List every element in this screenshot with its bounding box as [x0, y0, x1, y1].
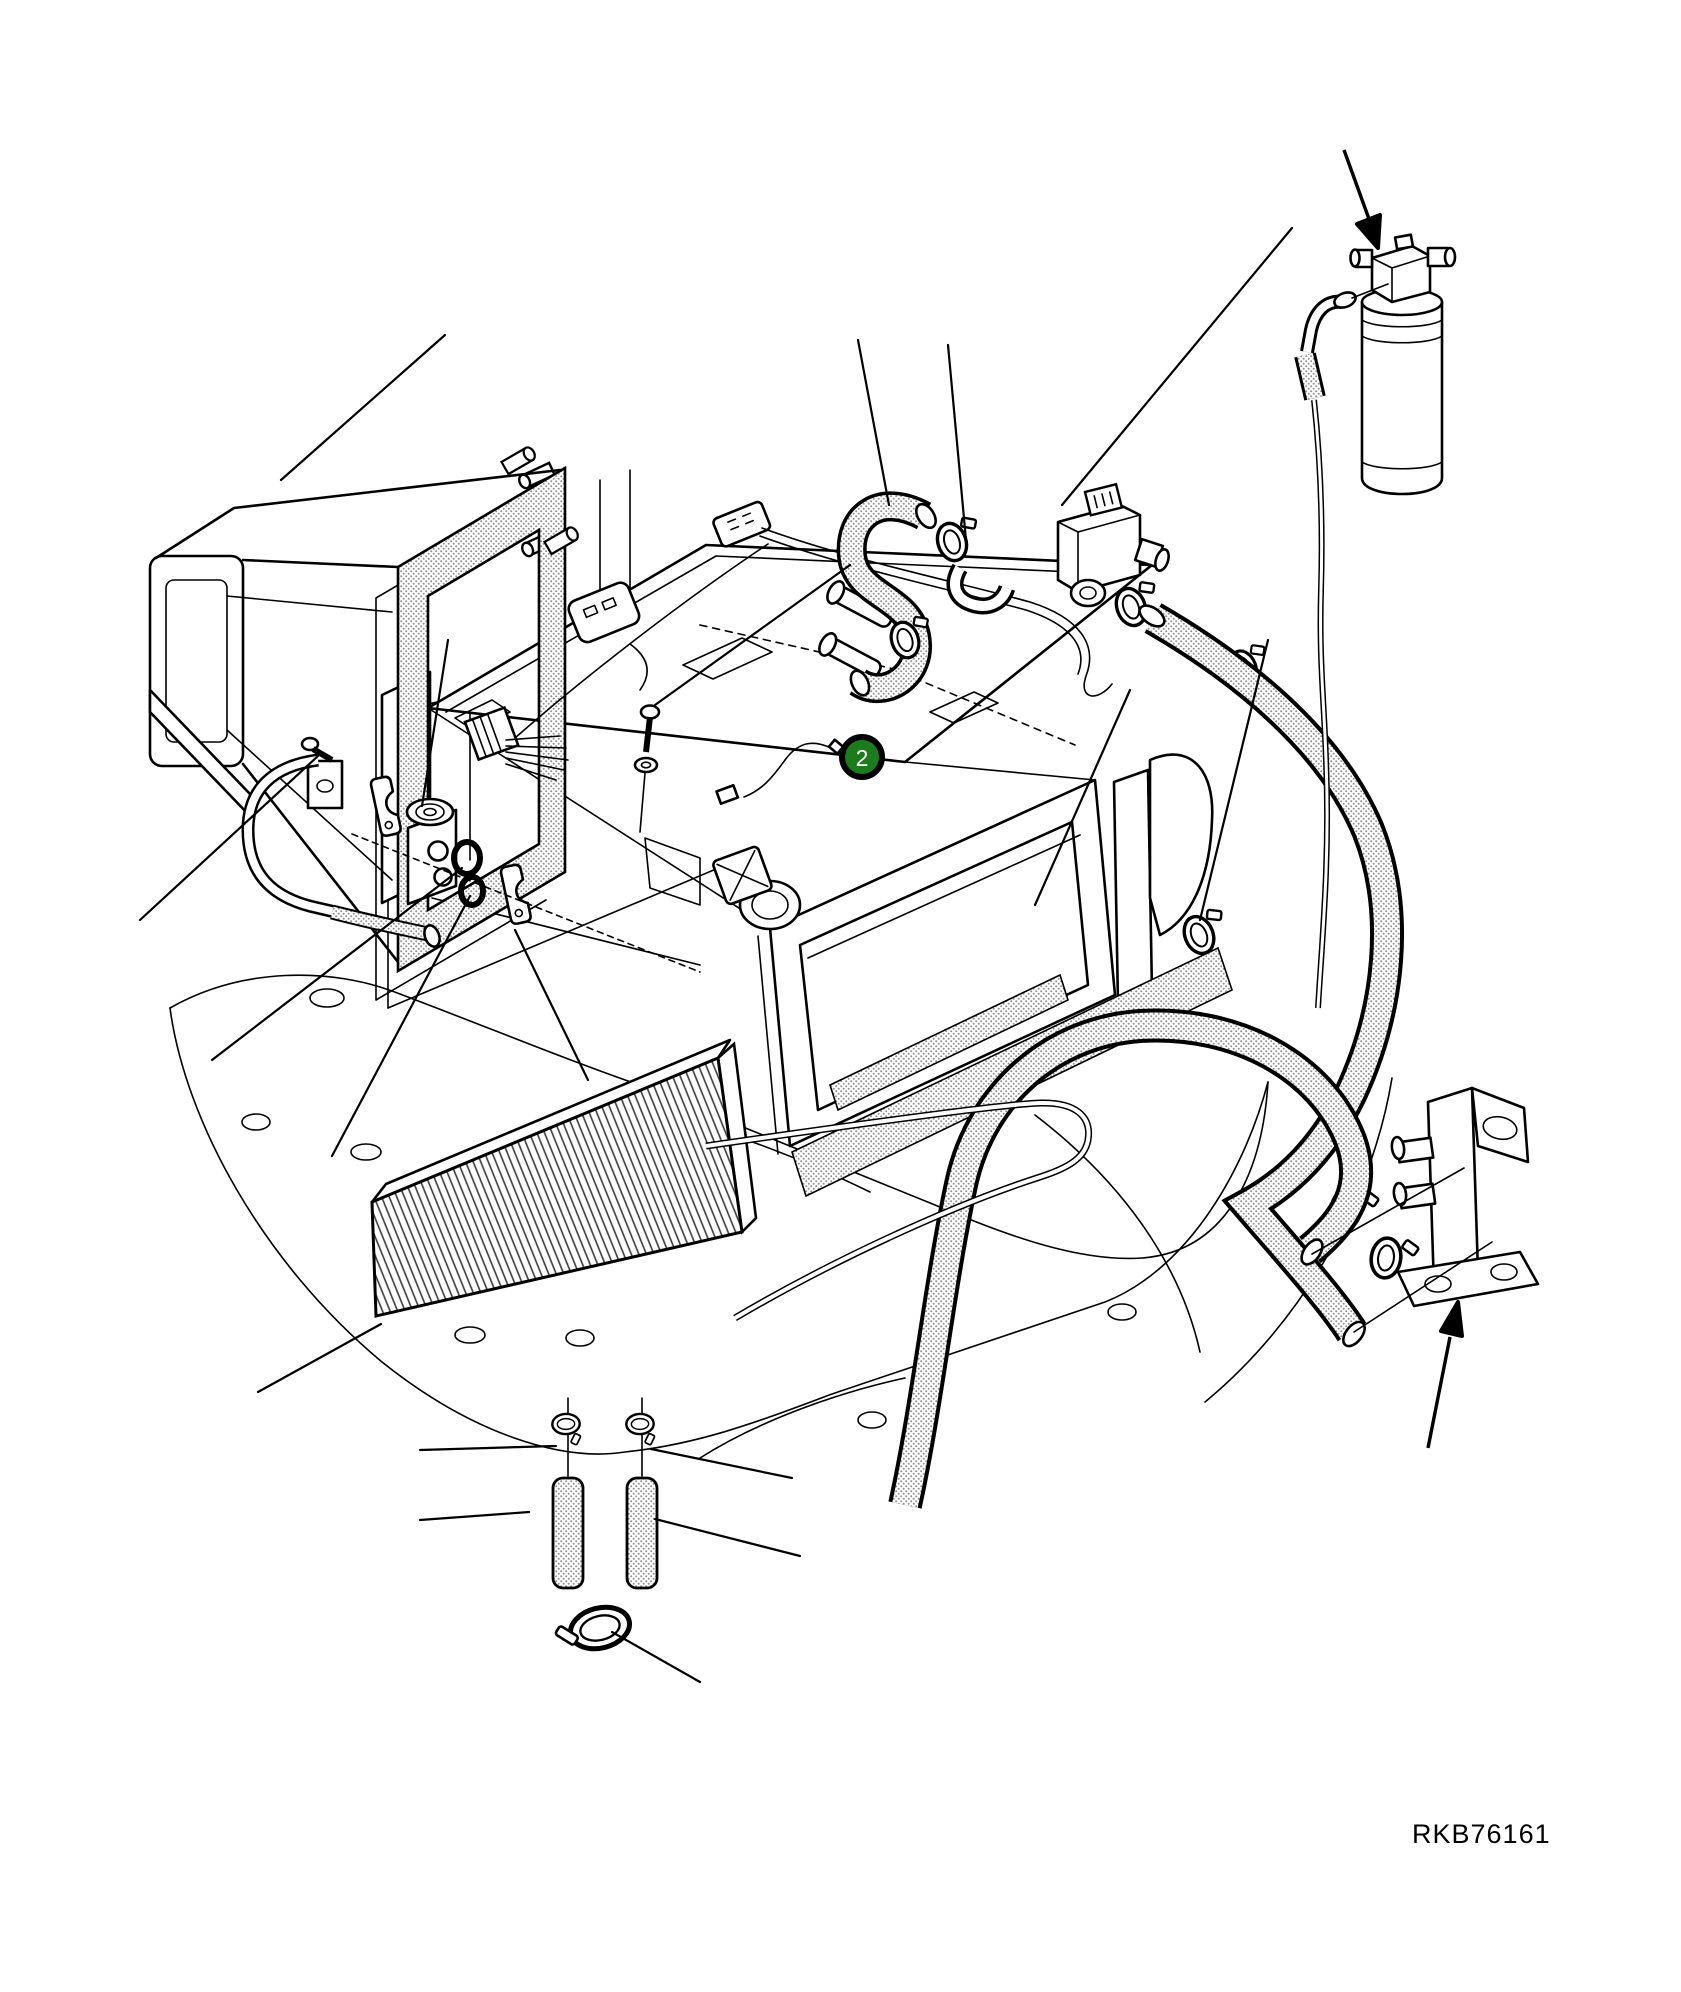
heater-hose-lower — [888, 1008, 1374, 1509]
bolt — [300, 736, 701, 973]
refrigerant-pipe — [241, 753, 441, 948]
air-filter — [370, 1038, 758, 1318]
pipe-clamp-plates — [369, 775, 532, 925]
blower-motor — [644, 837, 802, 931]
duct-gasket-seal — [396, 446, 579, 974]
callout-circle[interactable] — [839, 734, 885, 780]
receiver-drier — [1349, 233, 1457, 496]
drain-tubes — [550, 1397, 659, 1590]
relay-connector — [567, 581, 641, 644]
drain-metal-pipe — [705, 1099, 1093, 1322]
drain-hose-ring-clamp — [554, 1604, 633, 1652]
o-rings — [451, 839, 486, 908]
pointer-arrow-mounting-bracket — [1426, 1300, 1464, 1449]
s-shaped-heater-hose — [836, 491, 937, 703]
cover-bolt-washer — [633, 704, 661, 833]
duct-mounting-studs — [499, 446, 579, 556]
air-duct — [148, 468, 562, 1001]
mounting-bracket — [1311, 1086, 1540, 1333]
expansion-valve — [405, 797, 458, 906]
figure-code: RKB76161 — [1412, 1819, 1551, 1849]
callout-balloon-2[interactable]: 2 — [839, 734, 885, 780]
hvac-unit-top-cover — [426, 543, 1154, 764]
splay-wire-connector — [463, 705, 569, 781]
leader-lines — [138, 226, 1294, 1684]
pointer-arrow-receiver-drier — [1342, 149, 1382, 250]
front-bezel-frame — [757, 753, 1214, 1155]
water-shutoff-valve — [946, 482, 1170, 615]
callout-label: 2 — [856, 745, 869, 771]
drier-outlet-hose — [1294, 283, 1389, 1009]
harness-connector — [712, 500, 772, 548]
